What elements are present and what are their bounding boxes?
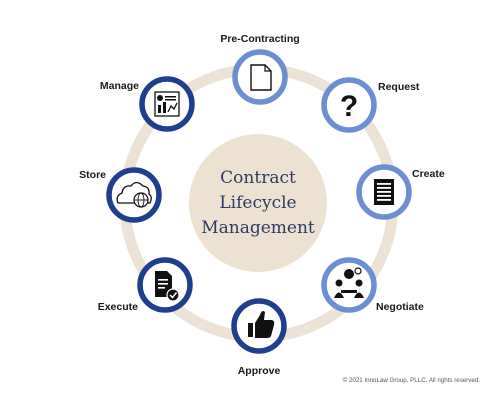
stage-label-manage: Manage — [100, 80, 139, 92]
lined-document-icon — [374, 179, 394, 205]
signed-document-icon — [155, 271, 180, 302]
copyright-notice: © 2021 InnoLaw Group, PLLC. All rights r… — [343, 377, 481, 384]
center-title-line-1: Contract — [220, 168, 296, 188]
stage-node-create: Create — [356, 164, 445, 220]
center-title-line-3: Management — [201, 218, 315, 238]
thumbs-up-icon — [248, 311, 275, 338]
center-title-line-2: Lifecycle — [219, 193, 296, 213]
stage-label-pre-contracting: Pre-Contracting — [220, 33, 299, 45]
stage-node-request: ? Request — [321, 77, 420, 133]
stage-label-store: Store — [79, 169, 106, 181]
stage-label-request: Request — [378, 81, 420, 93]
stage-node-manage: Manage — [100, 76, 195, 132]
stage-label-execute: Execute — [98, 301, 138, 313]
cloud-globe-icon — [116, 181, 152, 208]
report-dashboard-icon — [154, 91, 180, 117]
stage-label-approve: Approve — [238, 365, 281, 377]
stage-node-execute: Execute — [98, 257, 193, 313]
stage-node-approve: Approve — [231, 298, 287, 377]
meeting-icon — [334, 267, 364, 298]
stage-node-store: Store — [79, 167, 162, 223]
question-icon: ? — [340, 90, 358, 123]
stage-node-pre-contracting: Pre-Contracting — [220, 33, 300, 105]
stage-label-negotiate: Negotiate — [376, 301, 424, 313]
stage-node-negotiate: Negotiate — [321, 257, 424, 313]
center-circle — [189, 134, 327, 272]
document-icon — [250, 64, 272, 91]
stage-label-create: Create — [412, 168, 445, 180]
